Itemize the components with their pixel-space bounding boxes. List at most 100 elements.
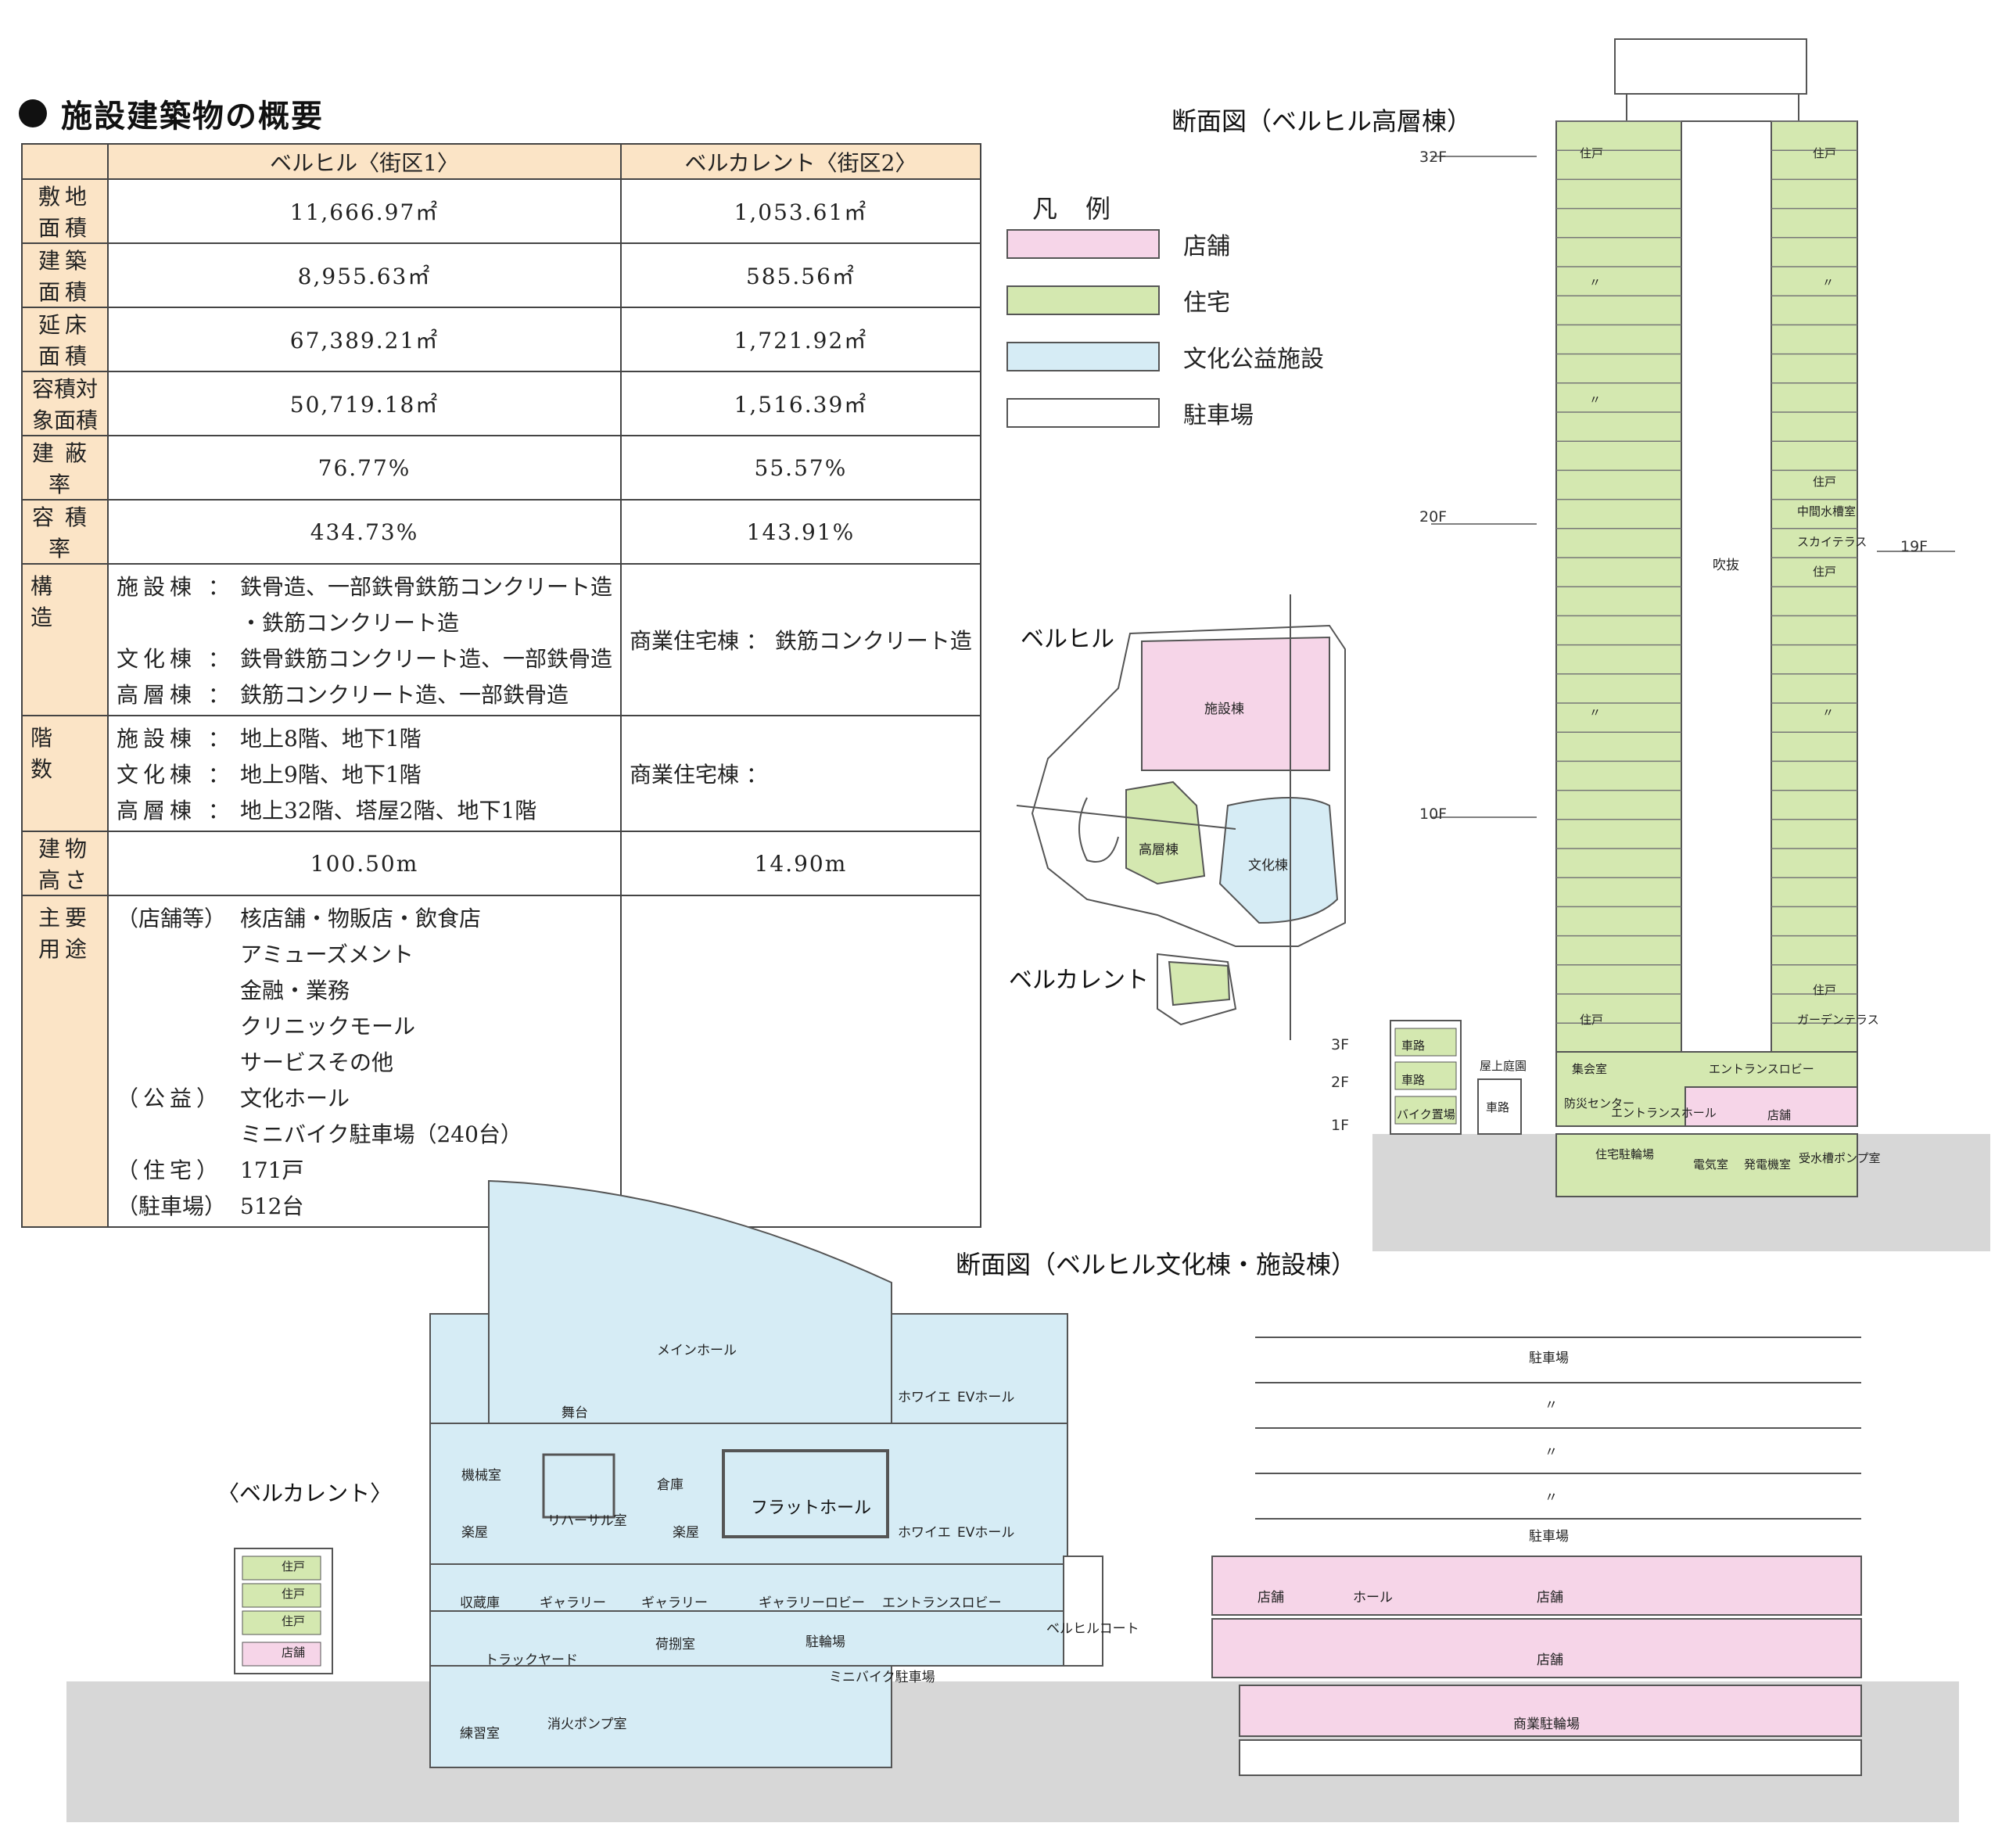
summary-table: ベルヒル〈街区1〉 ベルカレント〈街区2〉 敷地面積 11,666.97㎡ 1,…: [20, 143, 981, 1228]
table-row: 延床面積 67,389.21㎡ 1,721.92㎡: [20, 307, 981, 372]
ground-service-floor: [429, 1610, 1068, 1667]
row-label: 階数: [20, 715, 109, 832]
bellcurrent-unit: [242, 1583, 321, 1608]
room-label: 発電機室: [1744, 1157, 1792, 1172]
table-row-floors: 階数 施設棟 ：地上8階、地下1階 文化棟 ：地上9階、地下1階 高層棟 ：地上…: [20, 715, 981, 832]
shop-label: 店舗: [1537, 1590, 1563, 1606]
room-label: 電気室: [1693, 1157, 1729, 1172]
room-label: ホワイエ: [898, 1390, 951, 1405]
page-title: 施設建築物の概要: [61, 99, 324, 135]
commercial-bike-label: 商業駐輪場: [1513, 1717, 1580, 1732]
row-label: 主要用途: [20, 895, 109, 1228]
value-bellhill: 50,719.18㎡: [107, 371, 622, 436]
label-facility-building: 施設棟: [1204, 702, 1244, 717]
uses-key: （公益）: [117, 1085, 224, 1111]
floor-label-19f: 19F: [1900, 538, 1928, 555]
floors-value: 地上9階、地下1階: [240, 762, 422, 788]
floor-label-2f: 2F: [1331, 1074, 1350, 1091]
floors-bellcurrent: 商業住宅棟 ：: [620, 715, 981, 832]
foyer-block: [891, 1313, 1068, 1432]
uses-value: 金融・業務: [240, 978, 350, 1003]
unit-ditto: 〃: [1822, 705, 1835, 719]
basement: [1555, 1133, 1858, 1197]
atrium-label: 吹抜: [1713, 558, 1739, 573]
room-label: ミニバイク駐車場: [829, 1670, 935, 1685]
value-bellcurrent: 1,721.92㎡: [620, 307, 981, 372]
room-label: エントランスホール: [1611, 1106, 1717, 1120]
left-bottom: 住戸: [1580, 1013, 1604, 1027]
table-row: 建蔽率 76.77% 55.57%: [20, 435, 981, 501]
header-empty: [20, 143, 109, 180]
uses-value: 171戸: [240, 1157, 304, 1183]
small-building-label: 車路: [1401, 1039, 1426, 1053]
room-label: 住戸: [282, 1614, 306, 1628]
structure-value: 鉄筋コンクリート造、一部鉄骨造: [240, 682, 569, 708]
room-label: 荷捌室: [655, 1637, 695, 1652]
structure-bellcurrent: 商業住宅棟 ： 鉄筋コンクリート造: [620, 563, 981, 716]
room-label: 楽屋: [461, 1525, 488, 1541]
facility-building: [1141, 636, 1330, 771]
ramp-curve: [1078, 797, 1119, 863]
room-label: EVホール: [957, 1390, 1015, 1405]
room-label: 住宅駐輪場: [1595, 1147, 1655, 1161]
unit-ditto: 〃: [1822, 275, 1835, 289]
header-bellhill: ベルヒル〈街区1〉: [107, 143, 622, 180]
label-tower-building: 高層棟: [1139, 842, 1179, 858]
legend-swatch: [1006, 229, 1160, 259]
floor-label-1f: 1F: [1331, 1117, 1350, 1134]
parking-ditto: 〃: [1545, 1444, 1558, 1460]
legend-title: 凡例: [1032, 194, 1139, 224]
room-label: エントランスロビー: [1709, 1062, 1814, 1076]
room-label: 舞台: [561, 1405, 588, 1421]
floors-value: 地上32階、塔屋2階、地下1階: [240, 798, 537, 824]
parking-label: 駐車場: [1529, 1529, 1569, 1545]
floor-label-32f: 32F: [1419, 149, 1448, 166]
bellcurrent-unit: [242, 1556, 321, 1581]
unit-ditto: 〃: [1589, 705, 1602, 719]
label-bellhill: ベルヒル: [1021, 626, 1114, 653]
value-bellcurrent: 143.91%: [620, 499, 981, 565]
bellcurrent-site: [1157, 953, 1237, 1026]
uses-value: アミューズメント: [240, 942, 414, 967]
right-special: スカイテラス: [1797, 535, 1867, 549]
small-building-cell: [1394, 1061, 1457, 1090]
legend-label: 駐車場: [1183, 402, 1254, 429]
rooftop-structure: [1614, 38, 1807, 95]
legend-swatch: [1006, 285, 1160, 315]
legend-label: 店舗: [1183, 233, 1230, 260]
shop-floor: [1684, 1086, 1858, 1127]
commercial-bike-floor: [1239, 1685, 1862, 1737]
small-building-label: 車路: [1401, 1073, 1426, 1087]
legend-item-shop: 店舗: [1006, 227, 1230, 261]
room-label: 住戸: [282, 1559, 306, 1573]
floor-label-10f: 10F: [1419, 806, 1448, 823]
value-bellhill: 67,389.21㎡: [107, 307, 622, 372]
shop-label: 店舗: [1537, 1652, 1563, 1668]
unit-ditto: 〃: [1589, 393, 1602, 407]
floor-lines: [1556, 120, 1857, 1024]
value-bellhill: 100.50m: [107, 831, 622, 896]
structure-value: 鉄骨造、一部鉄骨鉄筋コンクリート造: [240, 574, 613, 600]
room-label: ギャラリー: [540, 1595, 606, 1611]
tower-section-diagram: [1372, 38, 1990, 1251]
uses-bellcurrent-empty: [620, 895, 981, 1228]
small-building-cell: [1394, 1096, 1457, 1125]
room-label: 防災センター: [1564, 1096, 1635, 1111]
site-outline: [1031, 624, 1346, 947]
row-label: 建物高さ: [20, 831, 109, 896]
foundation: [1239, 1739, 1862, 1776]
floors-detail: 施設棟 ：地上8階、地下1階 文化棟 ：地上9階、地下1階 高層棟 ：地上32階…: [107, 715, 622, 832]
small-building-cell: [1394, 1028, 1457, 1057]
shop-floor-lower: [1211, 1618, 1862, 1678]
room-label: 練習室: [460, 1726, 500, 1742]
value-bellcurrent: 1,053.61㎡: [620, 178, 981, 244]
site-plan: [1016, 594, 1346, 1040]
value-bellcurrent: 55.57%: [620, 435, 981, 501]
table-header-row: ベルヒル〈街区1〉 ベルカレント〈街区2〉: [20, 143, 981, 180]
structure-value: ・鉄筋コンクリート造: [240, 610, 460, 636]
room-label: エントランスロビー: [882, 1595, 1002, 1611]
floors-key: 文化棟 ：: [117, 762, 235, 788]
uses-key: （住宅）: [117, 1157, 224, 1183]
right-special: 住戸: [1813, 565, 1837, 579]
row-label: 建蔽率: [20, 435, 109, 501]
